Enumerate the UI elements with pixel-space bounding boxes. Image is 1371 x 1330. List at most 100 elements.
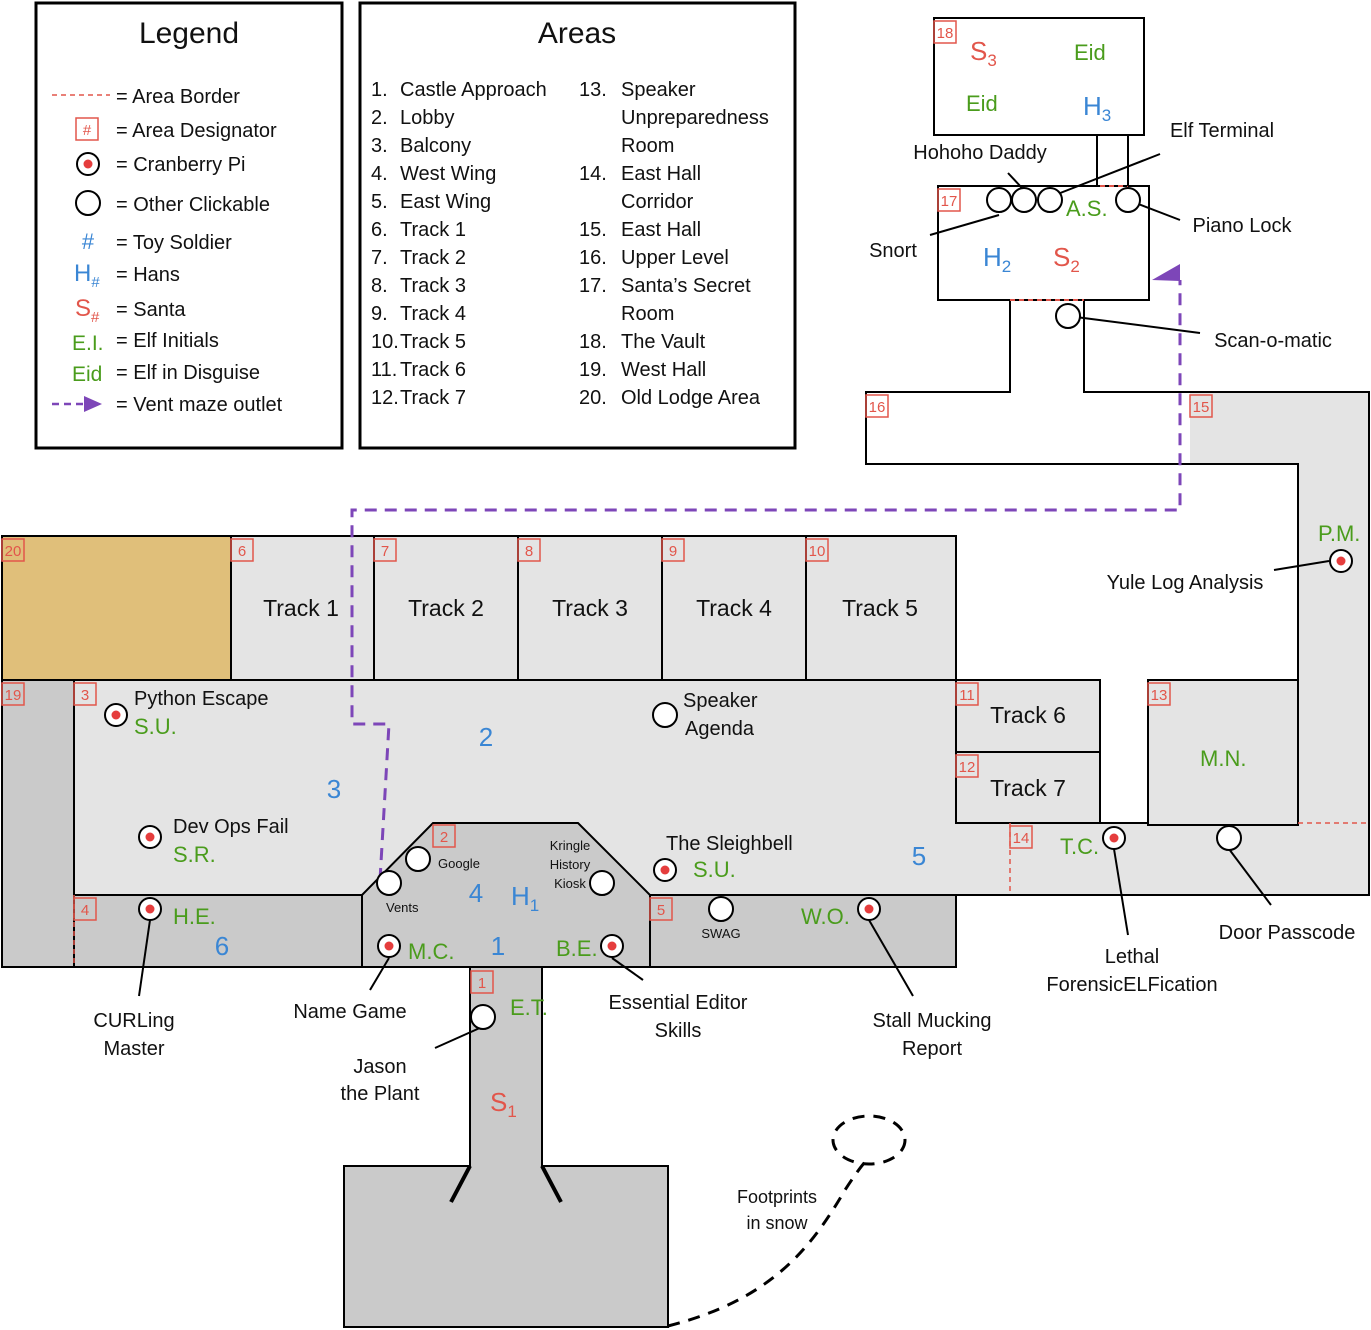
- lethal-forensic-pi-icon[interactable]: [1102, 826, 1126, 850]
- stall-mucking-pi-icon[interactable]: [857, 897, 881, 921]
- hans-2: H2: [983, 242, 1011, 276]
- area-number: 13.: [579, 79, 607, 101]
- speaker-agenda-icon[interactable]: [652, 702, 678, 728]
- area-designator-3: 3: [73, 682, 97, 706]
- scan-o-matic-icon[interactable]: [1055, 303, 1081, 329]
- area-designator-4: 4: [73, 897, 97, 921]
- area-number: 2.: [371, 107, 388, 129]
- track-5-room[interactable]: [805, 535, 957, 681]
- stall-mucking-label-1: Stall Mucking: [873, 1010, 992, 1032]
- legend-elf-disguise: = Elf in Disguise: [116, 362, 260, 384]
- kiosk-icon[interactable]: [589, 870, 615, 896]
- svg-text:Eid: Eid: [72, 363, 102, 386]
- area-name: Track 6: [400, 359, 466, 381]
- area-number: 4.: [371, 163, 388, 185]
- piano-lock-icon[interactable]: [1115, 187, 1141, 213]
- clickable-icon: [75, 190, 101, 216]
- toy-soldier-2: 2: [479, 722, 493, 752]
- area-designator-16: 16: [865, 394, 889, 418]
- areas-list-left: 1.Castle Approach2.Lobby3.Balcony4.West …: [371, 79, 547, 409]
- santa-3: S3: [970, 36, 997, 70]
- areas-title: Areas: [538, 17, 616, 50]
- curling-master-pi-icon[interactable]: [138, 897, 162, 921]
- legend-other-clickable: = Other Clickable: [116, 194, 270, 216]
- area-name: Castle Approach: [400, 79, 547, 101]
- area-designator-label: 3: [81, 687, 89, 704]
- area-designator-8: 8: [517, 538, 541, 562]
- editor-skills-pi-icon[interactable]: [600, 934, 624, 958]
- area-designator-10: 10: [805, 538, 829, 562]
- track-2-room[interactable]: [373, 535, 519, 681]
- east-hall[interactable]: [1190, 392, 1369, 464]
- sleighbell-pi-icon[interactable]: [653, 858, 677, 882]
- area-designator-9: 9: [661, 538, 685, 562]
- area-designator-label: 14: [1013, 830, 1030, 847]
- old-lodge-area[interactable]: [1, 535, 232, 681]
- kiosk-label-2: History: [550, 857, 591, 872]
- west-wing[interactable]: [73, 894, 363, 968]
- area-name: Track 7: [400, 387, 466, 409]
- dev-ops-fail-pi-icon[interactable]: [138, 825, 162, 849]
- area-designator-label: 13: [1151, 687, 1168, 704]
- area-number: 6.: [371, 219, 388, 241]
- area-designator-6: 6: [230, 538, 254, 562]
- kiosk-label-3: Kiosk: [554, 876, 586, 891]
- door-passcode-icon[interactable]: [1216, 825, 1242, 851]
- hans-1: H1: [511, 881, 539, 915]
- track-4-room[interactable]: [661, 535, 807, 681]
- speaker-unpreparedness-room[interactable]: [1147, 679, 1299, 826]
- scan-o-matic-label: Scan-o-matic: [1214, 330, 1332, 352]
- yule-log-pi-icon[interactable]: [1329, 549, 1353, 573]
- track-1-room[interactable]: [230, 535, 375, 681]
- area-designator-20: 20: [1, 538, 25, 562]
- elf-pm: P.M.: [1318, 521, 1360, 546]
- name-game-pi-icon[interactable]: [377, 934, 401, 958]
- area-designator-18: 18: [933, 20, 957, 44]
- area-designator-label: 5: [657, 902, 665, 919]
- area-name: East Hall: [621, 163, 701, 185]
- castle-approach-path[interactable]: [469, 966, 543, 1168]
- legend-area-designator: = Area Designator: [116, 120, 277, 142]
- area-designator-label: 2: [440, 829, 448, 846]
- piano-lock-label: Piano Lock: [1193, 215, 1293, 237]
- castle-approach-plaza[interactable]: [343, 1165, 669, 1328]
- central-lobby[interactable]: [361, 822, 651, 968]
- track-7-room[interactable]: [955, 751, 1101, 824]
- vents-label: Vents: [386, 900, 419, 915]
- elf-terminal-label: Elf Terminal: [1170, 120, 1274, 142]
- area-designator-label: 10: [809, 543, 826, 560]
- elf-su-sleigh: S.U.: [693, 857, 736, 882]
- area-designator-19: 19: [1, 682, 25, 706]
- area-name: West Hall: [621, 359, 706, 381]
- toy-soldier-6: 6: [215, 931, 229, 961]
- legend-hans: = Hans: [116, 264, 180, 286]
- lethal-label-2: ForensicELFication: [1046, 974, 1217, 996]
- east-wing[interactable]: [649, 894, 957, 968]
- python-escape-pi-icon[interactable]: [104, 703, 128, 727]
- svg-text:#: #: [82, 229, 95, 254]
- map-labels: Python Escape Speaker Agenda Dev Ops Fai…: [93, 120, 1355, 1233]
- cranberry-pis: [104, 549, 1353, 958]
- vents-icon[interactable]: [376, 870, 402, 896]
- area-designator-15: 15: [1189, 394, 1213, 418]
- hohoho-daddy-icon[interactable]: [1011, 187, 1037, 213]
- area-number: 8.: [371, 275, 388, 297]
- area-number: 12.: [371, 387, 399, 409]
- elf-he: H.E.: [173, 904, 216, 929]
- track-4-label: Track 4: [696, 595, 772, 621]
- track-3-room[interactable]: [517, 535, 663, 681]
- west-hall[interactable]: [1, 679, 75, 968]
- snort-icon[interactable]: [986, 187, 1012, 213]
- swag-icon[interactable]: [708, 896, 734, 922]
- designator-sample: [75, 117, 99, 141]
- google-icon[interactable]: [405, 846, 431, 872]
- area-name: Unpreparedness: [621, 107, 769, 129]
- elf-terminal-icon[interactable]: [1037, 187, 1063, 213]
- legend-panel: Legend = Area Border # = Area Designator…: [34, 1, 344, 450]
- jason-label-1: Jason: [353, 1056, 406, 1078]
- elf-eid-2: Eid: [966, 91, 998, 116]
- jason-plant-icon[interactable]: [470, 1004, 496, 1030]
- area-name: Room: [621, 135, 674, 157]
